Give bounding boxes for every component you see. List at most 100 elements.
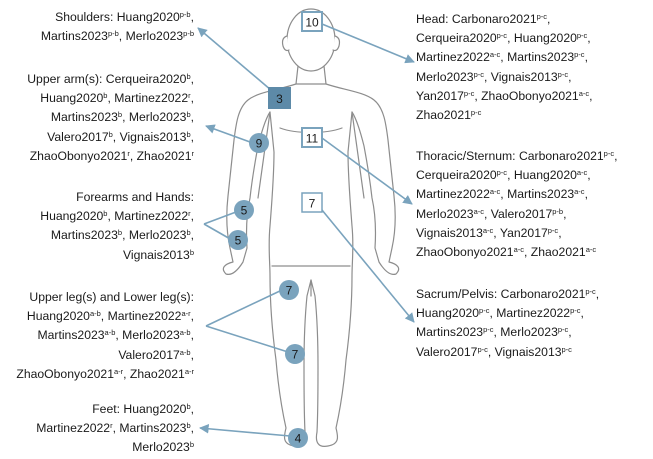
- ref: Carbonaro2021: [501, 287, 586, 301]
- ref-sup: p-c: [570, 306, 580, 315]
- ref: Huang2020: [27, 309, 90, 323]
- caption-forearms-hands: Forearms and Hands: Huang2020b, Martinez…: [40, 188, 194, 265]
- ref: Martinez2022: [416, 187, 490, 201]
- ref-sup: b: [190, 248, 194, 257]
- ref-sup: p-c: [558, 70, 568, 79]
- ref-sup: p-c: [479, 306, 489, 315]
- marker-sacrum-label: 7: [309, 197, 316, 211]
- ref: Martinez2022: [114, 209, 188, 223]
- ref: Martinez2022: [108, 309, 182, 323]
- shoulders-title: Shoulders:: [55, 10, 113, 24]
- ref: Martins2023: [119, 421, 186, 435]
- ref: Vignais2013: [495, 345, 562, 359]
- ref: Carbonaro2021: [519, 149, 604, 163]
- ref-sup: a-c: [586, 245, 596, 254]
- marker-lower-leg-label: 7: [292, 348, 299, 362]
- ref: Martinez2022: [496, 306, 570, 320]
- ref: Martins2023: [41, 29, 108, 43]
- ref-sup: p-b: [183, 29, 194, 38]
- ref: Merlo2023: [416, 207, 474, 221]
- ref: Martinez2022: [36, 421, 110, 435]
- ref-sup: b: [190, 440, 194, 449]
- ref: Merlo2023: [132, 440, 190, 454]
- ref: Valero2017: [491, 207, 552, 221]
- ref-sup: p-c: [577, 31, 587, 40]
- ref: Merlo2023: [500, 325, 558, 339]
- ref: Merlo2023: [129, 228, 187, 242]
- ref: Huang2020: [514, 31, 577, 45]
- ref: Yan2017: [416, 89, 464, 103]
- ref-sup: p-c: [548, 226, 558, 235]
- ref: Huang2020: [40, 91, 103, 105]
- ref: Martins2023: [416, 325, 483, 339]
- human-body-outline: [223, 9, 398, 446]
- ref-sup: p-c: [574, 50, 584, 59]
- ref: Valero2017: [118, 348, 179, 362]
- ref-sup: a-c: [574, 187, 584, 196]
- ref: Martins2023: [37, 328, 104, 342]
- ref: Zhao2021: [130, 367, 185, 381]
- ref-sup: p-b: [108, 29, 119, 38]
- ref: Zhao2021: [137, 149, 192, 163]
- ref: Merlo2023: [122, 328, 180, 342]
- ref-sup: a-b: [180, 348, 191, 357]
- ref: Huang2020: [40, 209, 103, 223]
- ref: Vignais2013: [491, 70, 558, 84]
- ref-sup: p-c: [537, 12, 547, 21]
- ref-sup: a-c: [577, 168, 587, 177]
- ref-sup: p-c: [562, 345, 572, 354]
- ref-sup: p-c: [604, 149, 614, 158]
- ref: ZhaoObonyo2021: [416, 245, 514, 259]
- marker-head-label: 10: [305, 16, 319, 30]
- ref: Cerqueira2020: [416, 31, 497, 45]
- marker-upper-arm-label: 9: [256, 137, 263, 151]
- head-title: Head:: [416, 12, 449, 26]
- marker-upper-leg-label: 7: [286, 284, 293, 298]
- sacrum-title: Sacrum/Pelvis:: [416, 287, 497, 301]
- ref-sup: p-c: [477, 345, 487, 354]
- ref: Cerqueira2020: [106, 72, 187, 86]
- marker-shoulders-label: 3: [276, 92, 283, 106]
- ref-sup: a-r: [114, 367, 123, 376]
- ref-sup: a-c: [514, 245, 524, 254]
- legs-title: Upper leg(s) and Lower leg(s):: [29, 290, 194, 304]
- ref: Huang2020: [117, 10, 180, 24]
- marker-forearm-upper-label: 5: [241, 204, 248, 218]
- feet-title: Feet:: [92, 402, 120, 416]
- forearms-title: Forearms and Hands:: [76, 190, 194, 204]
- thoracic-title: Thoracic/Sternum:: [416, 149, 516, 163]
- ref: Martins2023: [507, 50, 574, 64]
- ref-sup: p-c: [471, 108, 481, 117]
- caption-legs: Upper leg(s) and Lower leg(s): Huang2020…: [16, 288, 194, 384]
- marker-forearm-lower-label: 5: [235, 234, 242, 248]
- ref: Martinez2022: [416, 50, 490, 64]
- ref: Martins2023: [507, 187, 574, 201]
- ref-sup: p-b: [180, 10, 191, 19]
- ref: ZhaoObonyo2021: [16, 367, 114, 381]
- ref-sup: a-c: [490, 50, 500, 59]
- caption-feet: Feet: Huang2020b, Martinez2022r, Martins…: [36, 400, 194, 458]
- ref-sup: a-b: [105, 328, 116, 337]
- caption-shoulders: Shoulders: Huang2020p-b, Martins2023p-b,…: [41, 8, 194, 46]
- ref: Vignais2013: [120, 130, 187, 144]
- ref: Vignais2013: [416, 226, 483, 240]
- ref-sup: p-b: [552, 207, 563, 216]
- upper-arm-title: Upper arm(s):: [27, 72, 102, 86]
- ref-sup: a-c: [579, 89, 589, 98]
- connector-shoulders: [198, 28, 278, 96]
- ref: Yan2017: [500, 226, 548, 240]
- ref: Cerqueira2020: [416, 168, 497, 182]
- ref: ZhaoObonyo2021: [481, 89, 579, 103]
- ref-sup: p-c: [497, 168, 507, 177]
- ref: Martins2023: [51, 110, 118, 124]
- ref-sup: a-c: [474, 207, 484, 216]
- ref: Valero2017: [416, 345, 477, 359]
- ref-sup: a-b: [90, 309, 101, 318]
- ref-sup: a-r: [181, 309, 190, 318]
- ref-sup: p-c: [483, 325, 493, 334]
- ref-sup: a-r: [185, 367, 194, 376]
- ref: Huang2020: [416, 306, 479, 320]
- ref-sup: p-c: [497, 31, 507, 40]
- ref-sup: p-c: [464, 89, 474, 98]
